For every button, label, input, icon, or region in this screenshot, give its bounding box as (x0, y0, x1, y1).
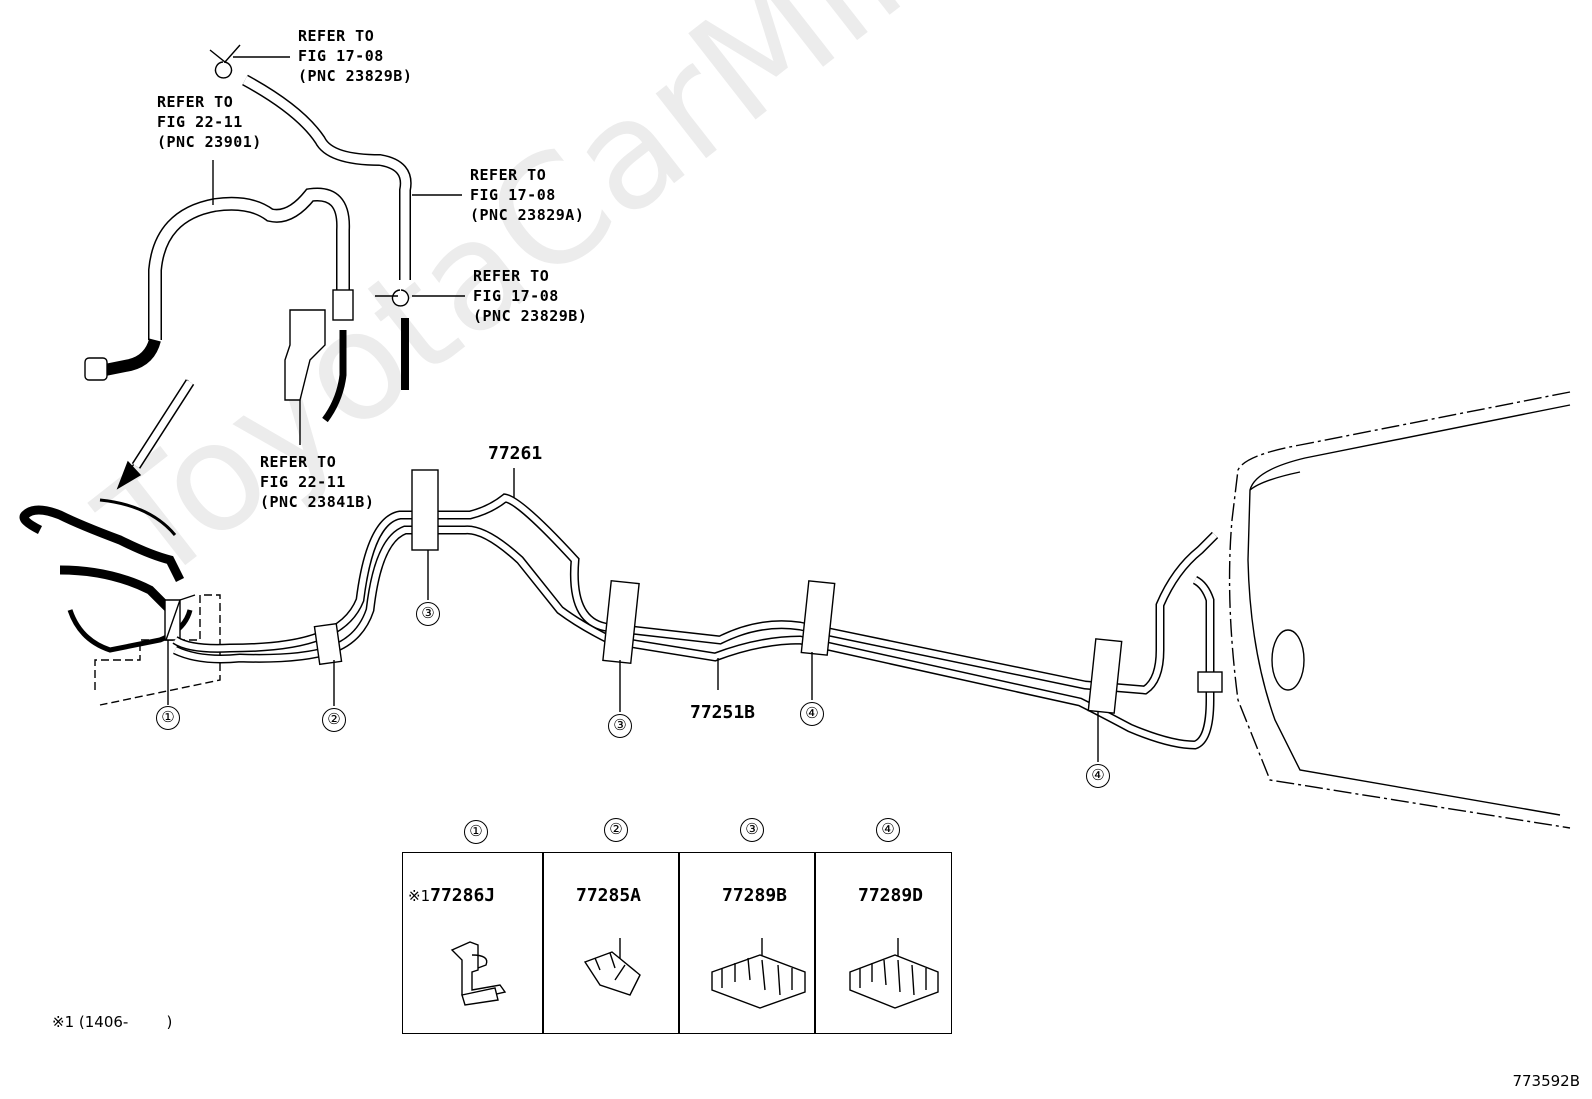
legend-cell-4 (814, 852, 952, 1034)
clamp-3b (602, 579, 640, 665)
callout-2: ② (322, 708, 346, 732)
figure-code: 773592B (1512, 1072, 1580, 1090)
legend-num-2: ② (604, 818, 628, 842)
callout-1: ① (156, 706, 180, 730)
legend-cell-1 (402, 852, 544, 1034)
legend-pn-4: 77289D (858, 885, 924, 906)
clamp-2 (313, 622, 343, 666)
callout-4a: ④ (800, 702, 824, 726)
callout-4b: ④ (1086, 764, 1110, 788)
clip-77289B-drawing (711, 954, 806, 1009)
clip-77285A-drawing (583, 951, 641, 996)
clamp-4b (1087, 638, 1123, 714)
legend-pn-3: 77289B (722, 885, 788, 906)
clip-77286J-drawing (450, 941, 507, 1006)
connector-23841 (284, 309, 326, 401)
hose-23829 (242, 74, 412, 280)
callout-3b: ③ (608, 714, 632, 738)
clip-77289D-drawing (849, 954, 939, 1009)
legend-pn-1: ※177286J (408, 885, 496, 906)
body-hole (1271, 629, 1305, 691)
callout-3a: ③ (416, 602, 440, 626)
legend-num-3: ③ (740, 818, 764, 842)
legend-num-1: ① (464, 820, 488, 844)
clamp-4a (800, 580, 836, 656)
legend-pn-2: 77285A (576, 885, 642, 906)
footnote: ※1 (1406- ) (52, 1013, 173, 1031)
legend-cell-3 (678, 852, 816, 1034)
part-number-77261: 77261 (488, 443, 543, 464)
legend-num-4: ④ (876, 818, 900, 842)
clamp-top (209, 44, 241, 79)
clamp-3a (411, 469, 439, 551)
legend-prefix-1: ※1 (408, 887, 431, 905)
clamp-mid (375, 289, 410, 307)
vehicle-body-outline (1228, 391, 1571, 829)
part-number-77251B: 77251B (690, 702, 756, 723)
legend-cell-2 (542, 852, 680, 1034)
